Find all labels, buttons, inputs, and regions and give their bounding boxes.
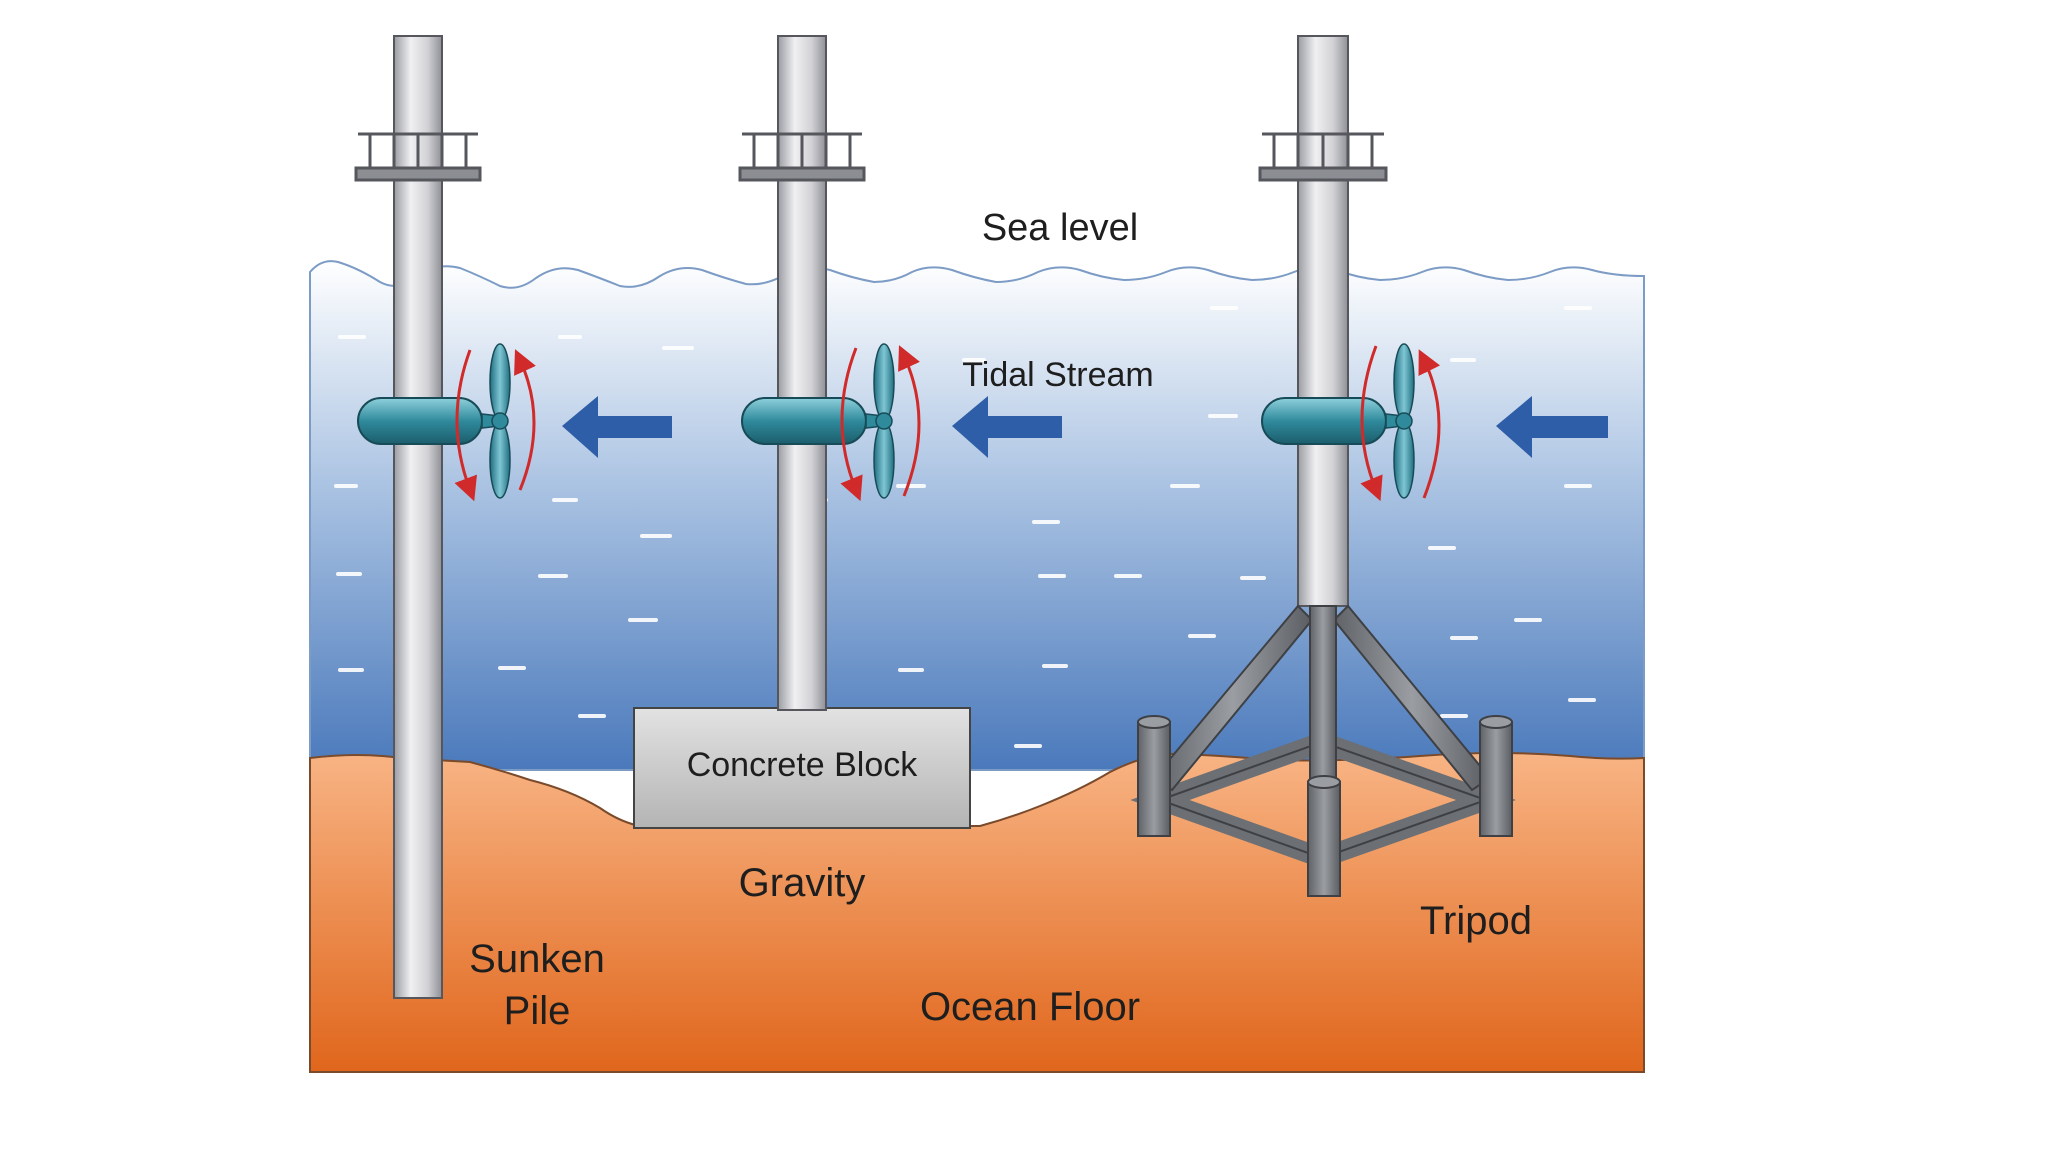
platform-railings xyxy=(354,132,1388,182)
label-concrete-block: Concrete Block xyxy=(687,746,919,784)
sea-water xyxy=(309,260,1645,771)
label-sunken: Sunken xyxy=(469,937,605,981)
tidal-turbine-icon xyxy=(741,343,895,499)
label-tidal-stream: Tidal Stream xyxy=(962,356,1153,394)
label-pile: Pile xyxy=(504,989,571,1033)
rotation-arrow-icon xyxy=(1360,345,1441,502)
rotation-arrow-icon xyxy=(454,349,536,502)
tidal-turbine-icon xyxy=(357,343,511,499)
pile-sunken xyxy=(393,35,443,999)
arrow-left-icon xyxy=(1496,396,1608,458)
concrete-block xyxy=(633,707,971,829)
arrow-left-icon xyxy=(952,396,1062,458)
label-ocean-floor: Ocean Floor xyxy=(920,985,1140,1029)
pile-tripod xyxy=(1297,35,1349,607)
arrow-left-icon xyxy=(562,396,672,458)
rotation-arrow-icon xyxy=(840,345,921,502)
tidal-turbine-icon xyxy=(1261,343,1415,499)
label-sea-level: Sea level xyxy=(982,207,1138,249)
label-gravity: Gravity xyxy=(739,861,866,905)
label-tripod: Tripod xyxy=(1420,899,1532,943)
tripod-structure xyxy=(1130,604,1516,897)
